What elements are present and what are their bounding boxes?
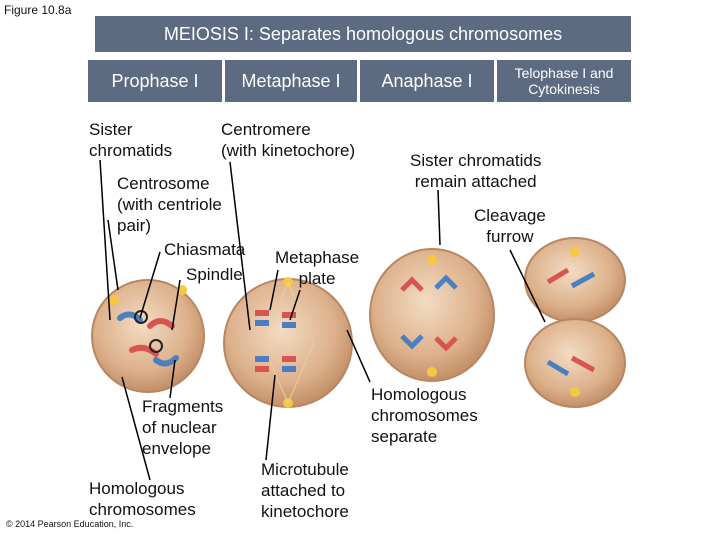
label-centrosome: Centrosome (with centriole pair) (117, 174, 222, 235)
anaphase-cell (369, 248, 495, 382)
label-metaphase-plate: Metaphase plate (275, 248, 360, 288)
stage-prophase-i: Prophase I (88, 60, 222, 102)
figure-label: Figure 10.8a (4, 3, 72, 17)
label-microtubule: Microtubule attached to kinetochore (261, 460, 349, 521)
label-homologous-chromosomes: Homologous chromosomes (89, 479, 196, 519)
metaphase-cell (223, 277, 353, 408)
label-centromere: Centromere (with kinetochore) (221, 120, 356, 160)
label-spindle: Spindle (186, 265, 243, 284)
label-sister-chromatids-attached: Sister chromatids remain attached (410, 151, 542, 191)
label-fragments-nuclear-envelope: Fragments of nuclear envelope (142, 397, 224, 458)
banner-title: MEIOSIS I: Separates homologous chromoso… (95, 16, 631, 52)
stage-telophase-i: Telophase I and Cytokinesis (497, 60, 631, 102)
leader-lines (99, 159, 546, 481)
stage-anaphase-i: Anaphase I (360, 60, 494, 102)
label-cleavage-furrow: Cleavage furrow (474, 206, 546, 246)
label-chiasmata: Chiasmata (164, 240, 246, 259)
label-homologous-separate: Homologous chromosomes separate (371, 385, 478, 446)
copyright: © 2014 Pearson Education, Inc. (6, 519, 134, 529)
telophase-cells (524, 237, 626, 408)
stage-metaphase-i: Metaphase I (225, 60, 357, 102)
label-sister-chromatids: Sister chromatids (89, 120, 173, 160)
